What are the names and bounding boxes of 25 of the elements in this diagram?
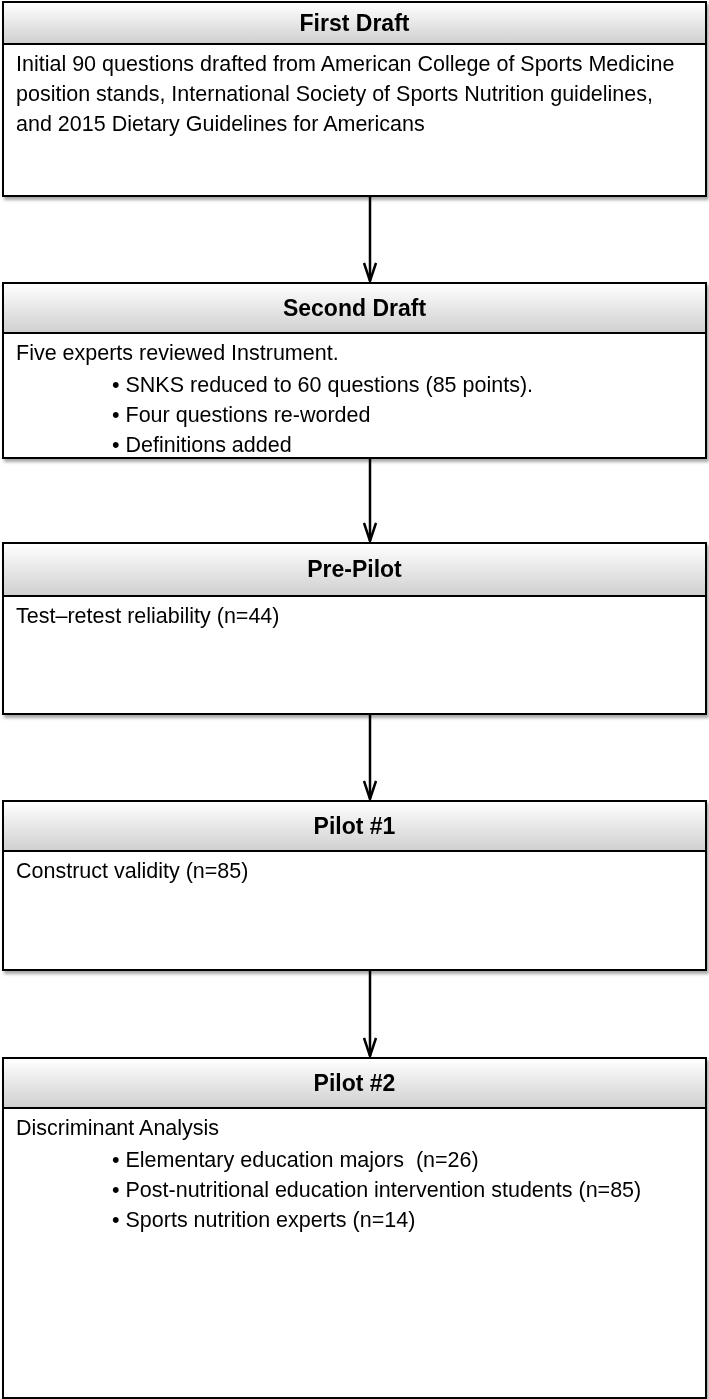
stage-box [2, 800, 707, 971]
stage-box [2, 542, 707, 715]
stage-description: Discriminant Analysis [16, 1115, 221, 1142]
stage-description: Construct validity (n=85) [16, 858, 250, 885]
bullet-item: • SNKS reduced to 60 questions (85 points). [112, 372, 535, 399]
arrow [362, 713, 378, 801]
arrow [362, 195, 378, 283]
bullet-item: • Four questions re-worded [112, 402, 372, 429]
arrow [362, 969, 378, 1058]
stage-box [2, 1, 707, 197]
bullet-item: • Post-nutritional education intervention students (n=85) [112, 1177, 643, 1204]
stage-heading: Pre-Pilot [4, 544, 705, 597]
bullet-item: • Sports nutrition experts (n=14) [112, 1207, 417, 1234]
stage-heading: First Draft [4, 3, 705, 45]
stage-description: Initial 90 questions drafted from American College of Sports Medicine position stands, International Society of Sports Nutrition guidelines, and 2015 Dietary Guidelines for Americans [16, 51, 676, 138]
stage-heading: Second Draft [4, 284, 705, 334]
stage-box [2, 282, 707, 459]
bullet-item: • Definitions added [112, 432, 293, 459]
stage-description: Test–retest reliability (n=44) [16, 603, 281, 630]
stage-description: Five experts reviewed Instrument. [16, 340, 340, 367]
stage-box [2, 1057, 707, 1399]
stage-heading: Pilot #1 [4, 802, 705, 852]
bullet-item: • Elementary education majors (n=26) [112, 1147, 480, 1174]
stage-heading: Pilot #2 [4, 1059, 705, 1109]
arrow [362, 457, 378, 543]
